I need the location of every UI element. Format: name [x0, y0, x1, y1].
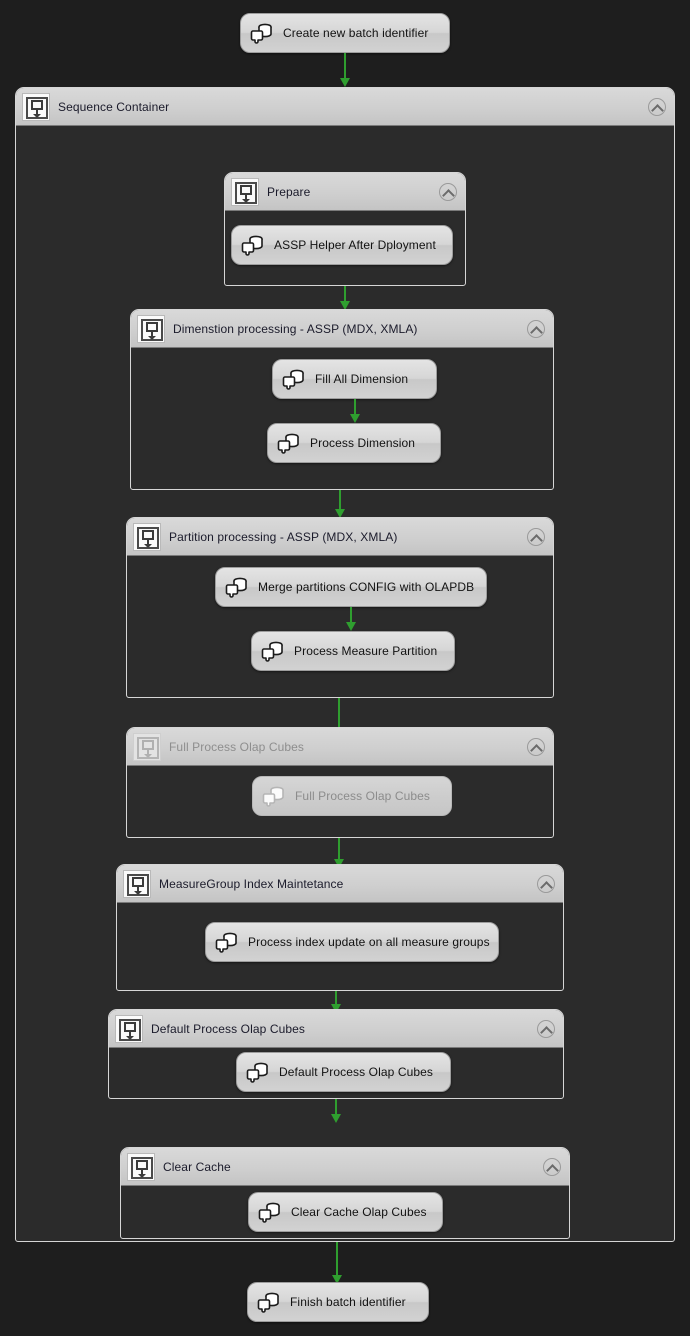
connector-measuregroup-to-default-process[interactable] [330, 991, 342, 1013]
task-label: Default Process Olap Cubes [279, 1065, 434, 1079]
analysis-services-ddl-task-icon [255, 1289, 281, 1315]
container-title: Full Process Olap Cubes [169, 739, 305, 754]
task-assp-helper-after-dployment[interactable]: ASSP Helper After Dployment [231, 225, 453, 265]
task-label: Process index update on all measure grou… [248, 935, 490, 949]
chevron-up-icon[interactable] [648, 97, 666, 116]
container-body: Full Process Olap Cubes [127, 766, 553, 837]
task-label: Clear Cache Olap Cubes [291, 1205, 427, 1219]
task-default-process-olap-cubes[interactable]: Default Process Olap Cubes [236, 1052, 451, 1092]
chevron-up-icon[interactable] [537, 1019, 555, 1038]
container-body: Merge partitions CONFIG with OLAPDB [127, 556, 553, 697]
container-box-arrow-icon [137, 314, 165, 343]
chevron-up-icon[interactable] [543, 1157, 561, 1176]
container-box-arrow-icon [133, 732, 161, 761]
container-body: Clear Cache Olap Cubes [121, 1186, 569, 1238]
analysis-services-ddl-task-icon [280, 366, 306, 392]
container-title: Partition processing - ASSP (MDX, XMLA) [169, 529, 398, 544]
container-header[interactable]: Prepare [225, 173, 465, 211]
container-box-arrow-icon [231, 177, 259, 206]
container-box-arrow-icon [133, 522, 161, 551]
analysis-services-ddl-task-icon [244, 1059, 270, 1085]
container-title: Prepare [267, 184, 311, 199]
analysis-services-ddl-task-icon [239, 232, 265, 258]
analysis-services-ddl-task-icon [275, 430, 301, 456]
container-header[interactable]: Full Process Olap Cubes [127, 728, 553, 766]
container-header[interactable]: Partition processing - ASSP (MDX, XMLA) [127, 518, 553, 556]
task-fill-all-dimension[interactable]: Fill All Dimension [272, 359, 437, 399]
container-body: Process index update on all measure grou… [117, 903, 563, 990]
task-process-measure-partition[interactable]: Process Measure Partition [251, 631, 455, 671]
container-clear-cache[interactable]: Clear Cache Clear Cache Olap Cubes [120, 1147, 570, 1239]
chevron-up-icon[interactable] [537, 874, 555, 893]
container-title: Default Process Olap Cubes [151, 1021, 306, 1036]
task-label: Create new batch identifier [283, 26, 429, 40]
container-body: ASSP Helper After Dployment [225, 211, 465, 285]
analysis-services-ddl-task-icon [260, 783, 286, 809]
connector-create-batch-to-sequence[interactable] [339, 53, 351, 87]
task-label: Merge partitions CONFIG with OLAPDB [258, 580, 475, 594]
container-body: Prepare ASSP Helper After Dployment [16, 126, 674, 1241]
chevron-up-icon[interactable] [527, 527, 545, 546]
task-label: Process Dimension [310, 436, 416, 450]
task-clear-cache-olap-cubes[interactable]: Clear Cache Olap Cubes [248, 1192, 443, 1232]
task-create-new-batch-identifier[interactable]: Create new batch identifier [240, 13, 450, 53]
task-label: Finish batch identifier [290, 1295, 406, 1309]
container-header[interactable]: Clear Cache [121, 1148, 569, 1186]
task-process-dimension[interactable]: Process Dimension [267, 423, 441, 463]
chevron-up-icon[interactable] [527, 737, 545, 756]
connector-sequence-to-finish-batch[interactable] [331, 1242, 343, 1284]
container-header[interactable]: Default Process Olap Cubes [109, 1010, 563, 1048]
connector-default-process-to-clear-cache[interactable] [330, 1099, 342, 1123]
container-full-process-olap-cubes[interactable]: Full Process Olap Cubes Full Process Ola… [126, 727, 554, 838]
chevron-up-icon[interactable] [439, 182, 457, 201]
analysis-services-ddl-task-icon [259, 638, 285, 664]
container-box-arrow-icon [22, 92, 50, 121]
container-title: Sequence Container [58, 99, 170, 114]
chevron-up-icon[interactable] [527, 319, 545, 338]
task-full-process-olap-cubes[interactable]: Full Process Olap Cubes [252, 776, 452, 816]
container-header[interactable]: MeasureGroup Index Maintetance [117, 865, 563, 903]
analysis-services-ddl-task-icon [248, 20, 274, 46]
container-box-arrow-icon [127, 1152, 155, 1181]
container-partition-processing[interactable]: Partition processing - ASSP (MDX, XMLA) … [126, 517, 554, 698]
task-label: Full Process Olap Cubes [295, 789, 431, 803]
container-dimension-processing[interactable]: Dimenstion processing - ASSP (MDX, XMLA) [130, 309, 554, 490]
container-body: Default Process Olap Cubes [109, 1048, 563, 1098]
connector-merge-to-process-measure[interactable] [345, 607, 357, 631]
task-label: Fill All Dimension [315, 372, 409, 386]
task-finish-batch-identifier[interactable]: Finish batch identifier [247, 1282, 429, 1322]
container-box-arrow-icon [115, 1014, 143, 1043]
container-measuregroup-index-maintetance[interactable]: MeasureGroup Index Maintetance Process i… [116, 864, 564, 991]
container-prepare[interactable]: Prepare ASSP Helper After Dployment [224, 172, 466, 286]
analysis-services-ddl-task-icon [213, 929, 239, 955]
connector-dimension-to-partition[interactable] [334, 490, 346, 518]
task-label: Process Measure Partition [294, 644, 438, 658]
analysis-services-ddl-task-icon [256, 1199, 282, 1225]
task-merge-partitions[interactable]: Merge partitions CONFIG with OLAPDB [215, 567, 487, 607]
container-title: MeasureGroup Index Maintetance [159, 876, 344, 891]
container-header[interactable]: Dimenstion processing - ASSP (MDX, XMLA) [131, 310, 553, 348]
task-process-index-update[interactable]: Process index update on all measure grou… [205, 922, 499, 962]
container-body: Fill All Dimension Pro [131, 348, 553, 489]
container-default-process-olap-cubes[interactable]: Default Process Olap Cubes Default Proce… [108, 1009, 564, 1099]
task-label: ASSP Helper After Dployment [274, 238, 436, 252]
container-sequence-container[interactable]: Sequence Container Prepare [15, 87, 675, 1242]
analysis-services-ddl-task-icon [223, 574, 249, 600]
container-title: Clear Cache [163, 1159, 231, 1174]
container-box-arrow-icon [123, 869, 151, 898]
container-header[interactable]: Sequence Container [16, 88, 674, 126]
container-title: Dimenstion processing - ASSP (MDX, XMLA) [173, 321, 418, 336]
connector-prepare-to-dimension[interactable] [339, 286, 351, 310]
connector-fill-to-process-dimension[interactable] [349, 399, 361, 423]
